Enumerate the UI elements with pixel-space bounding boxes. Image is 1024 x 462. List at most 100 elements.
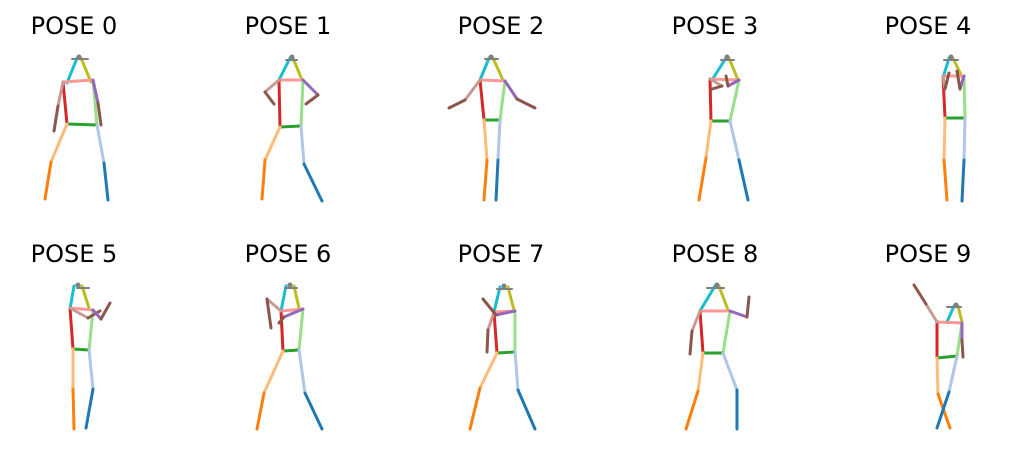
- torso-left-bone: [728, 78, 741, 123]
- pose-panel-9: POSE 9: [885, 240, 972, 430]
- pose-skeleton: [260, 54, 324, 203]
- upper-leg-right-bone: [704, 119, 713, 160]
- pose-skeleton: [43, 54, 110, 202]
- pose-title: POSE 9: [885, 240, 972, 268]
- pose-skeleton: [255, 282, 324, 431]
- pose-title: POSE 6: [245, 240, 332, 268]
- head-right-bone: [80, 284, 91, 310]
- upper-arm-right-bone: [690, 309, 702, 333]
- lower-leg-right-bone: [697, 156, 708, 202]
- upper-leg-left-bone: [299, 124, 306, 166]
- hip-bone: [71, 347, 91, 352]
- upper-arm-right-bone: [708, 77, 724, 88]
- lower-leg-left-bone: [737, 158, 750, 202]
- pose-panel-2: POSE 2: [447, 12, 545, 202]
- head-joint: [724, 54, 730, 60]
- upper-leg-right-bone: [935, 356, 940, 396]
- pose-skeleton: [68, 282, 112, 431]
- head-left-bone: [710, 56, 728, 82]
- pose-panel-3: POSE 3: [672, 12, 759, 202]
- upper-leg-left-bone: [496, 118, 502, 162]
- head-joint: [76, 54, 82, 60]
- upper-leg-left-bone: [87, 348, 95, 391]
- lower-leg-right-bone: [468, 386, 482, 431]
- pose-skeleton: [684, 282, 751, 431]
- lower-arm-left-bone: [745, 295, 751, 319]
- hip-bone: [495, 350, 517, 355]
- head-joint: [501, 283, 507, 289]
- upper-arm-left-bone: [726, 78, 741, 88]
- lower-arm-left-bone: [99, 301, 112, 321]
- lower-arm-left-bone: [515, 97, 537, 110]
- upper-arm-right-bone: [56, 80, 65, 108]
- head-joint: [714, 282, 720, 288]
- pose-title: POSE 1: [245, 12, 332, 40]
- head-right-bone: [956, 304, 964, 324]
- lower-arm-left-bone: [955, 69, 962, 91]
- pose-panel-1: POSE 1: [245, 12, 332, 203]
- pose-title: POSE 8: [672, 240, 759, 268]
- head-joint: [287, 282, 293, 288]
- torso-right-bone: [61, 80, 69, 126]
- lower-leg-right-bone: [684, 389, 700, 431]
- pose-title: POSE 2: [458, 12, 545, 40]
- torso-left-bone: [297, 307, 305, 352]
- torso-left-bone: [498, 79, 507, 122]
- pose-panel-5: POSE 5: [31, 240, 118, 431]
- lower-arm-right-bone: [912, 283, 928, 306]
- hip-bone: [278, 124, 303, 129]
- upper-arm-left-bone: [503, 79, 519, 101]
- pose-title: POSE 7: [458, 240, 545, 268]
- upper-arm-right-bone: [263, 78, 281, 94]
- shoulder-bone: [708, 77, 741, 82]
- pose-skeleton: [697, 54, 750, 202]
- head-right-bone: [951, 56, 964, 79]
- head-joint: [289, 54, 295, 60]
- upper-arm-left-bone: [282, 307, 305, 319]
- torso-right-bone: [279, 309, 285, 353]
- head-right-bone: [506, 285, 516, 312]
- lower-arm-right-bone: [265, 297, 273, 330]
- upper-arm-right-bone: [924, 302, 939, 324]
- torso-right-bone: [698, 309, 705, 355]
- lower-arm-left-bone: [96, 101, 103, 127]
- upper-leg-left-bone: [297, 348, 307, 395]
- head-right-bone: [727, 56, 740, 82]
- torso-left-bone: [299, 78, 305, 128]
- upper-arm-left-bone: [91, 78, 100, 105]
- upper-leg-left-bone: [721, 351, 739, 392]
- shoulder-bone: [935, 320, 964, 325]
- lower-arm-left-bone: [277, 315, 286, 325]
- upper-leg-left-bone: [962, 116, 967, 162]
- pose-title: POSE 3: [672, 12, 759, 40]
- head-left-bone: [277, 56, 292, 82]
- lower-arm-left-bone: [960, 338, 965, 359]
- pose-skeleton: [941, 54, 967, 203]
- lower-leg-left-bone: [935, 390, 951, 430]
- hip-bone: [935, 354, 959, 360]
- lower-arm-right-bone: [447, 98, 467, 110]
- pose-skeleton: [468, 283, 537, 431]
- lower-leg-right-bone: [71, 387, 76, 431]
- head-left-bone: [279, 284, 288, 313]
- head-left-bone: [698, 284, 717, 313]
- lower-leg-right-bone: [260, 158, 267, 201]
- torso-left-bone: [721, 309, 732, 355]
- torso-right-bone: [492, 310, 499, 355]
- head-joint: [953, 302, 959, 308]
- lower-leg-left-bone: [960, 158, 966, 203]
- upper-leg-right-bone: [942, 116, 947, 162]
- pose-title: POSE 0: [31, 12, 118, 40]
- lower-leg-right-bone: [255, 391, 266, 431]
- pose-title: POSE 5: [31, 240, 118, 268]
- shoulder-bone: [68, 306, 95, 312]
- lower-arm-right-bone: [52, 104, 60, 133]
- head-right-bone: [491, 56, 505, 82]
- upper-arm-left-bone: [728, 309, 749, 319]
- lower-arm-left-bone: [481, 297, 498, 317]
- pose-panel-8: POSE 8: [672, 240, 759, 431]
- lower-leg-left-bone: [494, 158, 500, 202]
- lower-arm-left-bone: [304, 93, 320, 106]
- lower-leg-right-bone: [43, 160, 53, 201]
- pose-title: POSE 4: [885, 12, 972, 40]
